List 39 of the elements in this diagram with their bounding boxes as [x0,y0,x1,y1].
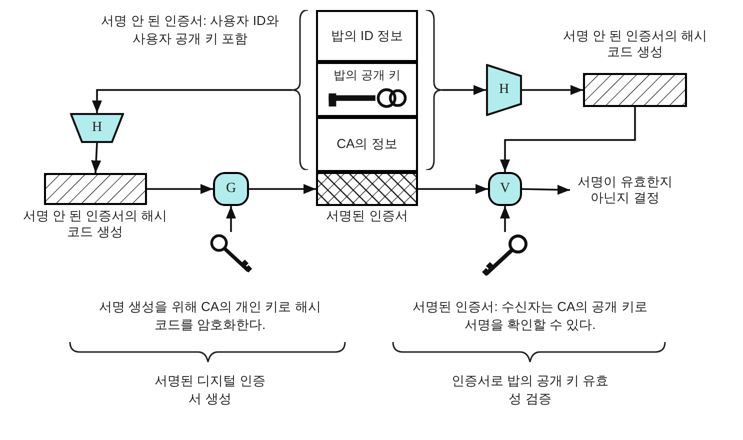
node-label: 서명 안 된 인증서의 해시 코드 생성 [22,208,168,240]
annotation-text: 서명된 인증서: 수신자는 CA의 공개 키로 서명을 확인할 수 있다. [412,298,648,334]
node-label: H [498,81,510,99]
arrow [226,206,236,232]
annotation-text: 서명 안 된 인증서: 사용자 ID와 사용자 공개 키 포함 [100,12,280,48]
node-label: 서명된 인증서 [325,208,409,224]
hash-code-bar [583,73,687,107]
hash-function-block [70,113,124,143]
node-label: 밥의 ID 정보 [330,28,404,44]
node-label: CA의 정보 [336,136,398,153]
function-block [488,172,522,206]
arrow [249,184,316,194]
arrow [442,84,486,96]
certificate-field [316,117,418,172]
node-label: 서명 안 된 인증서의 해시코드 생성 [562,28,708,60]
hash-function-block [486,64,522,116]
annotation-text: 인증서로 밥의 공개 키 유효성 검증 [450,372,610,408]
arrow [522,84,583,96]
node-label: 서명이 유효한지 아닌지 결정 [576,174,674,206]
certificate-field [316,10,418,62]
node-label: V [500,180,510,198]
arrow [522,184,570,195]
arrow [91,142,102,174]
certificate-field [316,62,418,117]
brace [426,10,442,170]
arrow [92,89,292,113]
annotation-text: 서명 생성을 위해 CA의 개인 키로 해시 코드를 암호화한다. [98,298,322,334]
hash-code-bar [44,173,147,205]
arrow [418,184,488,194]
node-label: G [226,180,236,198]
arrow [147,184,213,194]
node-label: 밥의 공개 키 [334,68,400,83]
function-block [213,172,249,206]
annotation-text: 서명된 디지털 인증서 생성 [153,372,267,408]
arrow [500,107,636,172]
brace [292,10,308,170]
node-label: H [92,119,102,137]
arrow [500,206,510,232]
signed-certificate-bar [316,172,418,206]
